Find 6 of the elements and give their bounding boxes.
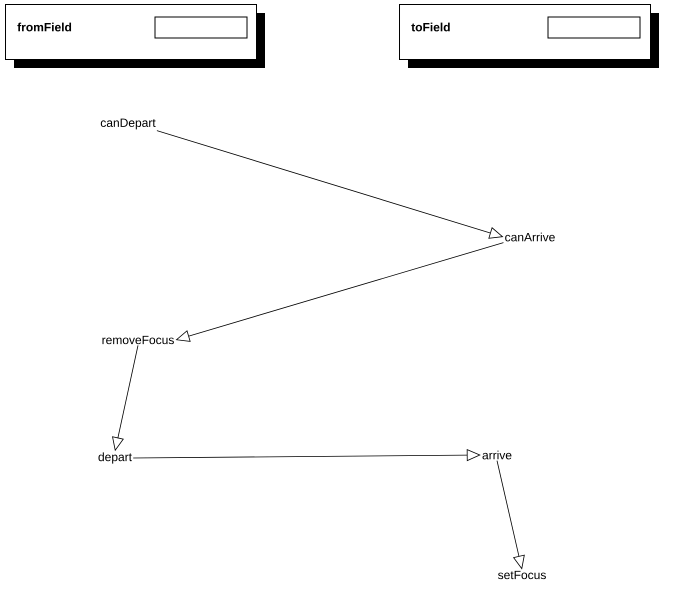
event-label: arrive — [482, 450, 512, 460]
event-label: depart — [98, 452, 132, 464]
event-label: canDepart — [100, 118, 156, 130]
event-label: canArrive — [505, 232, 555, 242]
event-label: setFocus — [498, 570, 546, 580]
event-label: removeFocus — [102, 336, 174, 344]
